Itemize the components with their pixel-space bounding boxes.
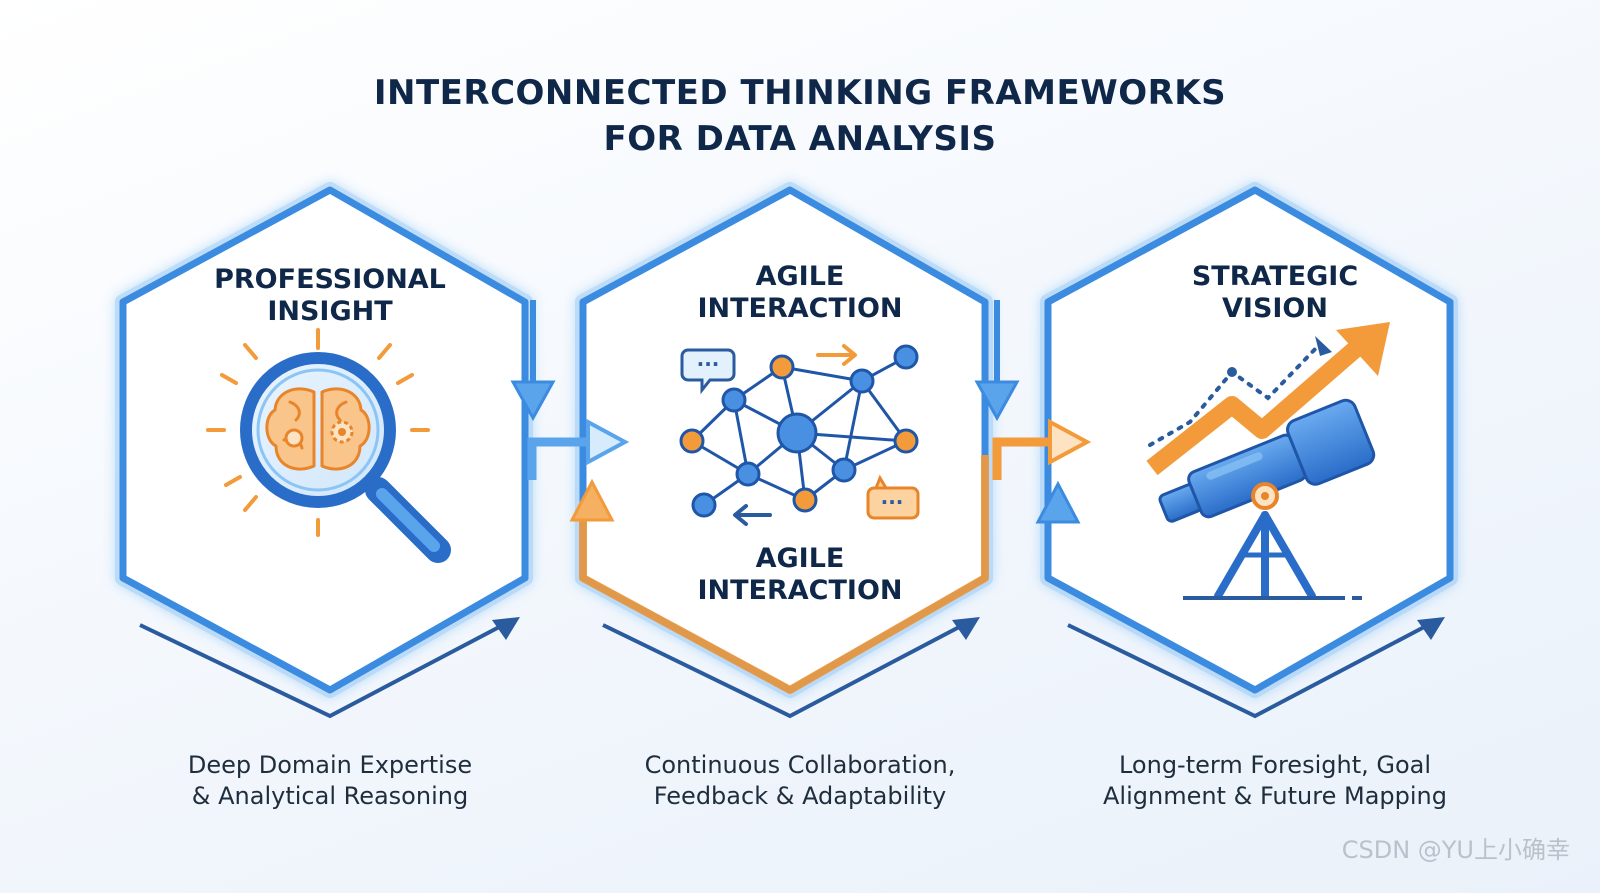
svg-text:···: ··· <box>881 490 904 514</box>
page-title-line-1: INTERCONNECTED THINKING FRAMEWORKS <box>373 73 1227 113</box>
panel-2-heading-line-1: AGILE <box>756 261 845 292</box>
network-icon <box>679 344 919 526</box>
panel-3-caption: Long-term Foresight, Goal Alignment & Fu… <box>1055 750 1495 812</box>
panel-1-caption: Deep Domain Expertise & Analytical Reaso… <box>110 750 550 812</box>
magnifier-brain-icon <box>206 328 451 563</box>
panel-1-heading-line-2: INSIGHT <box>267 296 393 327</box>
panel-2-caption-line-1: Continuous Collaboration, <box>644 751 956 779</box>
panel-3-caption-line-2: Alignment & Future Mapping <box>1103 782 1447 810</box>
connector-arrow-2-up-icon <box>1035 480 1081 524</box>
panel-2-subheading-line-2: INTERACTION <box>697 575 902 606</box>
panel-1-caption-line-2: & Analytical Reasoning <box>191 782 469 810</box>
connector-arrow-1-down-icon <box>510 300 556 422</box>
svg-text:···: ··· <box>697 352 720 376</box>
connector-arrow-2-right-orange-icon <box>992 418 1092 480</box>
panel-2-heading-line-2: INTERACTION <box>697 293 902 324</box>
page-title-line-2: FOR DATA ANALYSIS <box>603 119 997 159</box>
connector-arrow-1-right-icon <box>527 418 630 480</box>
panel-2-caption: Continuous Collaboration, Feedback & Ada… <box>580 750 1020 812</box>
bottom-sweep-arrow-3-icon <box>1067 617 1445 719</box>
panel-2-caption-line-2: Feedback & Adaptability <box>653 782 947 810</box>
hexagon-strategic-vision <box>1040 182 1458 698</box>
panel-1-heading-line-1: PROFESSIONAL <box>214 264 446 295</box>
panel-2-subheading-line-1: AGILE <box>756 543 845 574</box>
panel-3-heading-line-1: STRATEGIC <box>1192 261 1358 292</box>
chat-bubble-orange-icon: ··· <box>866 474 920 520</box>
telescope-icon <box>1146 322 1390 600</box>
connector-arrow-2-down-icon <box>974 300 1020 422</box>
bottom-sweep-arrow-1-icon <box>139 617 520 719</box>
bottom-sweep-arrow-2-icon <box>602 617 980 719</box>
watermark: CSDN @YU上小确幸 <box>1341 836 1570 864</box>
panel-1-caption-line-1: Deep Domain Expertise <box>187 751 473 779</box>
panel-3-heading-line-2: VISION <box>1222 293 1328 324</box>
panel-3-caption-line-1: Long-term Foresight, Goal <box>1118 751 1432 779</box>
chat-bubble-blue-icon: ··· <box>680 348 736 395</box>
connector-arrow-1-up-orange-icon <box>569 478 615 522</box>
